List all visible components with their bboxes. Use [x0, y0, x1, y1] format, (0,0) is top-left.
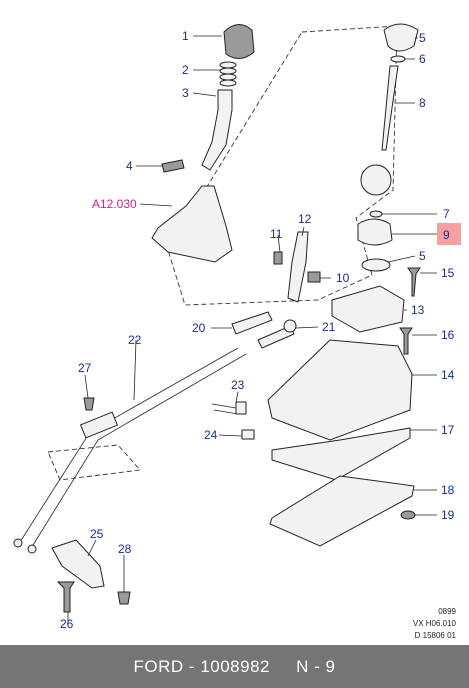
callout-1: 1 [182, 29, 189, 43]
bushing-23 [235, 401, 247, 415]
callout-26: 26 [60, 617, 74, 631]
callout-8: 8 [419, 96, 426, 110]
leader-lines [67, 35, 437, 624]
cable-end-20 [231, 311, 273, 335]
bracket-25 [51, 539, 105, 589]
callout-19: 19 [441, 508, 455, 522]
gear-lever [381, 65, 399, 151]
bushing-24 [241, 429, 255, 440]
retaining-clip [161, 159, 185, 173]
cable-end-a [13, 538, 23, 548]
bolt-16 [399, 327, 413, 355]
note-code: VX H06.010 [413, 619, 457, 628]
callout-9: 9 [443, 228, 450, 242]
callout-22: 22 [128, 333, 142, 347]
cable-boundary [47, 444, 141, 481]
bracket-12 [287, 231, 309, 303]
cable-end-21 [257, 325, 295, 349]
callout-27: 27 [78, 361, 92, 375]
grommet [400, 510, 416, 520]
bushing-10 [307, 271, 321, 283]
footer-part-number: FORD - 1008982 N - 9 [133, 656, 336, 676]
spring [219, 61, 237, 87]
callout-28: 28 [118, 542, 132, 556]
assembly-boundary [167, 25, 398, 306]
lower-seal [361, 258, 391, 272]
callout-17: 17 [441, 423, 455, 437]
cable-end-b [27, 544, 37, 554]
callout-6: 6 [419, 52, 426, 66]
callout-15: 15 [441, 266, 455, 280]
washer [369, 210, 383, 218]
base-plate [269, 475, 415, 547]
top-plate [331, 285, 405, 333]
reference-label: A12.030 [92, 197, 137, 211]
ball-bushing [357, 218, 393, 246]
callout-5-upper: 5 [419, 31, 426, 45]
callout-21: 21 [322, 320, 336, 334]
callout-13: 13 [411, 303, 425, 317]
callout-20: 20 [192, 321, 206, 335]
shift-housing [267, 339, 413, 441]
cable-bracket [79, 411, 119, 439]
callout-25: 25 [90, 527, 104, 541]
bolt-26 [56, 581, 75, 613]
nut-28 [117, 591, 131, 605]
lever-sleeve [201, 89, 233, 171]
spring-clip-23 [211, 403, 239, 415]
clip-27 [83, 397, 95, 411]
callout-11: 11 [270, 227, 283, 241]
gaiter-boot [151, 185, 233, 263]
callout-14: 14 [441, 368, 455, 382]
eyelet-21 [283, 319, 297, 333]
callout-18: 18 [441, 483, 455, 497]
note-drawing-number: D 15806 01 [415, 631, 457, 640]
callout-10: 10 [336, 271, 350, 285]
o-ring [390, 55, 406, 63]
bolt-11 [273, 251, 283, 265]
lever-ball [360, 164, 392, 196]
callout-16: 16 [441, 328, 455, 342]
footer-bar: FORD - 1008982 N - 9 [0, 645, 469, 688]
callout-4: 4 [126, 159, 133, 173]
upper-boot [383, 23, 419, 52]
callout-5-lower: 5 [419, 249, 426, 263]
highlight-box [437, 223, 461, 245]
shift-cable [29, 353, 247, 551]
gear-knob [223, 24, 255, 59]
callout-7: 7 [443, 207, 450, 221]
note-date: 0899 [438, 607, 456, 616]
exploded-parts-diagram: 1 2 3 4 5 6 8 7 9 5 11 12 10 15 13 20 21… [13, 23, 461, 640]
callout-2: 2 [182, 63, 189, 77]
callout-23: 23 [231, 378, 245, 392]
callout-24: 24 [204, 428, 218, 442]
callout-12: 12 [298, 212, 312, 226]
callout-3: 3 [182, 86, 189, 100]
screw-15 [407, 267, 421, 297]
gasket [271, 427, 411, 481]
